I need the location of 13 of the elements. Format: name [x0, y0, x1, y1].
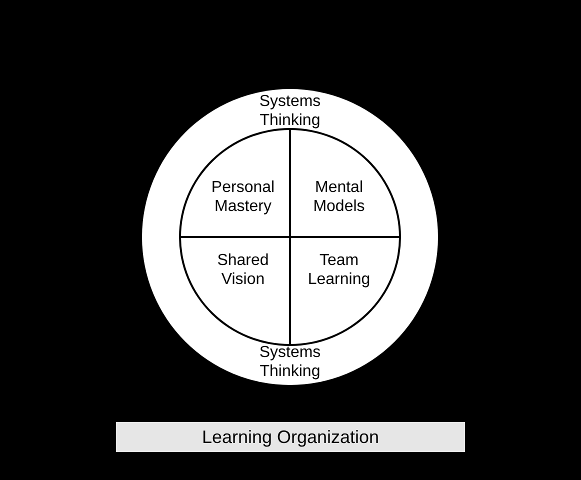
quadrant-label: Mental Models	[312, 178, 366, 216]
quadrant-label: Shared Vision	[216, 251, 270, 289]
quadrant	[290, 130, 399, 237]
quadrant	[181, 237, 290, 344]
quadrant-label: Team Learning	[306, 251, 372, 289]
caption-bar	[116, 422, 465, 452]
circle-label: Systems Thinking	[258, 343, 322, 381]
circle-label: Systems Thinking	[258, 92, 322, 130]
quadrant-label: Personal Mastery	[210, 178, 276, 216]
quadrant	[181, 130, 290, 237]
inner-circle	[179, 128, 401, 346]
title-label: Learning Organization	[200, 427, 380, 447]
quadrant	[290, 237, 399, 344]
